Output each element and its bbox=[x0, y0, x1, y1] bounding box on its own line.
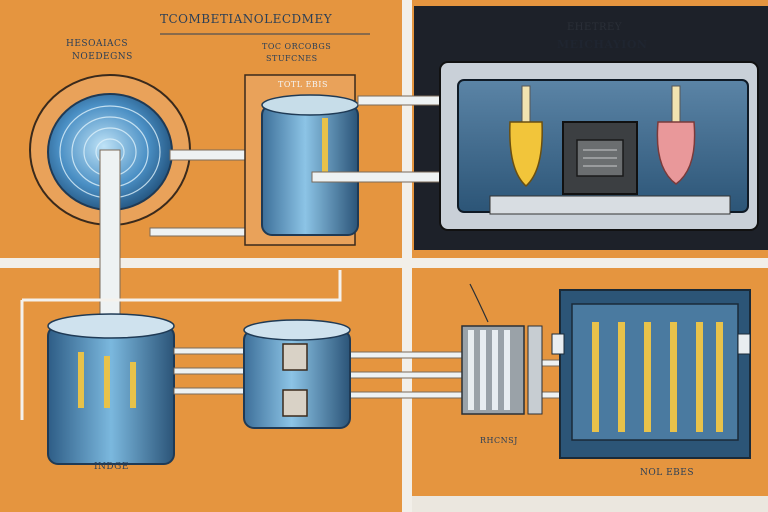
connector-stack bbox=[461, 325, 543, 415]
label-energy-2: MEICHAYION bbox=[557, 38, 648, 51]
fuel-rod-icon bbox=[696, 322, 703, 432]
label-bottom-right: NOL EBES bbox=[640, 468, 695, 478]
reactor-side-bracket-left bbox=[551, 333, 565, 355]
fuel-rod-icon bbox=[130, 362, 136, 408]
label-left-top-2: NOEDEGNS bbox=[72, 52, 133, 62]
reactor-side-bracket-right bbox=[737, 333, 751, 355]
vessel-socket-top bbox=[282, 343, 308, 371]
label-right-top-2: STUFCNES bbox=[266, 54, 318, 63]
bulb-left-stem bbox=[521, 85, 531, 123]
vessel-lid bbox=[243, 319, 351, 341]
energy-machine-base bbox=[489, 195, 731, 215]
bulb-icon bbox=[656, 121, 696, 185]
storage-tank-lid bbox=[261, 94, 359, 116]
fuel-rod-icon bbox=[618, 322, 625, 432]
reactor-panel-inner bbox=[571, 303, 739, 441]
label-right-top-1: TOC ORCOBGS bbox=[262, 42, 332, 51]
tank-gauge-rod bbox=[322, 118, 328, 173]
label-bottom-mid: RHCNSJ bbox=[480, 436, 518, 445]
fuel-rod-icon bbox=[104, 356, 110, 408]
left-frame-wire bbox=[20, 270, 342, 420]
bulb-right-stem bbox=[671, 85, 681, 123]
fuel-rod-icon bbox=[592, 322, 599, 432]
fuel-rod-icon bbox=[644, 322, 651, 432]
label-bottom-left: INDGE bbox=[94, 462, 129, 472]
diagram-title: TCOMBETIANOLECDMEY bbox=[160, 12, 333, 26]
fuel-rod-icon bbox=[670, 322, 677, 432]
big-tank-lid bbox=[47, 313, 175, 339]
vessel-socket-bottom bbox=[282, 389, 308, 417]
pipe-left-return bbox=[149, 227, 261, 237]
fuel-rod-icon bbox=[716, 322, 723, 432]
connector-wire bbox=[469, 283, 489, 323]
bulb-icon bbox=[509, 121, 543, 188]
fuel-rod-icon bbox=[78, 352, 84, 408]
label-left-top-1: HESOAIACS bbox=[66, 39, 129, 49]
divider-vertical bbox=[402, 0, 412, 512]
label-energy-1: EHETREY bbox=[567, 22, 622, 33]
storage-tank-icon bbox=[261, 104, 359, 236]
label-tank: TOTL EBIS bbox=[278, 80, 328, 89]
divider-horizontal bbox=[0, 258, 768, 268]
storage-tank-icon bbox=[47, 325, 175, 465]
